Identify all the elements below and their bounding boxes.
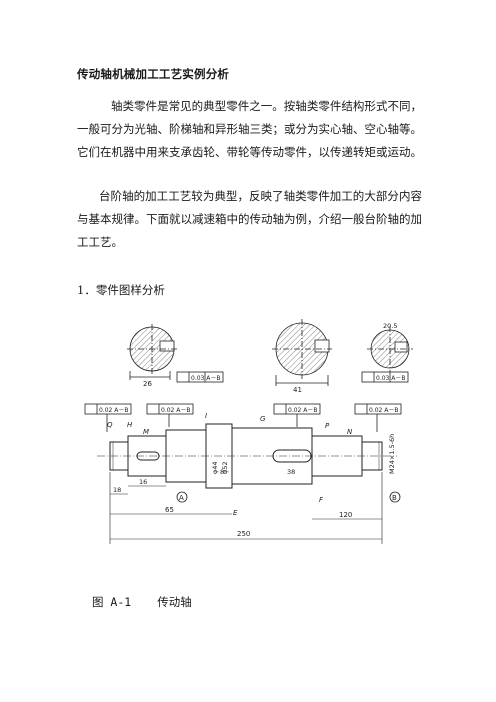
mark-f: F [319, 496, 324, 504]
tol-section1: 0.03 A－B [191, 375, 221, 382]
dim-8: 8 [220, 468, 224, 476]
datum-b: B [392, 494, 397, 502]
dim-38: 38 [287, 468, 295, 476]
section-view-left: 26 0.03 A－B [127, 324, 224, 388]
figure-caption: 图 A-1 传动轴 [92, 594, 218, 610]
tol-right-top: 0.02 A－B [369, 407, 399, 414]
dim-65: 65 [165, 506, 174, 514]
mark-i: I [205, 412, 207, 420]
dim-26: 26 [143, 380, 152, 388]
figure-number: 图 A-1 [92, 595, 132, 609]
paragraph-stepped-shaft: 台阶轴的加工工艺较为典型，反映了轴类零件加工的大部分内容与基本规律。下面就以减速… [77, 189, 422, 249]
dim-250: 250 [237, 530, 250, 538]
tol-mid-right: 0.02 A－B [288, 407, 318, 414]
mark-g: G [260, 415, 266, 423]
thread-spec: M24×1.5-6h [388, 434, 396, 474]
dim-120: 120 [339, 511, 352, 519]
mark-q: Q [107, 421, 113, 429]
section-view-middle: 41 [272, 319, 332, 394]
section-heading: 1．零件图样分析 [77, 283, 165, 297]
dimension-lines: 250 120 65 18 16 [109, 472, 383, 544]
tol-section2: 0.03 A－B [376, 375, 406, 382]
tol-mid-left: 0.02 A－B [161, 407, 191, 414]
dim-18: 18 [113, 486, 121, 494]
tol-left-top: 0.02 A－B [99, 407, 129, 414]
mark-p: P [325, 422, 330, 430]
figure-caption-text: 传动轴 [157, 595, 192, 609]
dim-20-5: 20.5 [383, 322, 397, 330]
shaft-main-view [97, 423, 397, 489]
diam-52: φ52 [221, 461, 229, 474]
dim-16: 16 [139, 478, 147, 486]
mark-n: N [347, 428, 353, 436]
datum-a: A [179, 494, 184, 502]
mark-e: E [233, 509, 238, 517]
tolerance-frames: 0.02 A－B 0.02 A－B 0.02 A－B 0.02 A－B [84, 403, 402, 432]
datum-markers: A B [176, 491, 401, 503]
document-title: 传动轴机械加工工艺实例分析 [77, 67, 230, 81]
dim-41: 41 [293, 386, 302, 394]
diam-44: φ44 [211, 461, 219, 474]
mark-m: M [143, 428, 149, 436]
mark-h: H [127, 421, 133, 429]
paragraph-intro: 轴类零件是常见的典型零件之一。按轴类零件结构形式不同，一般可分为光轴、阶梯轴和异… [77, 99, 422, 159]
section-view-right: 20.5 0.03 A－B [361, 322, 413, 383]
technical-drawing: 26 0.03 A－B 41 20.5 0.03 A－B 0.02 A－B 0.… [77, 314, 422, 554]
